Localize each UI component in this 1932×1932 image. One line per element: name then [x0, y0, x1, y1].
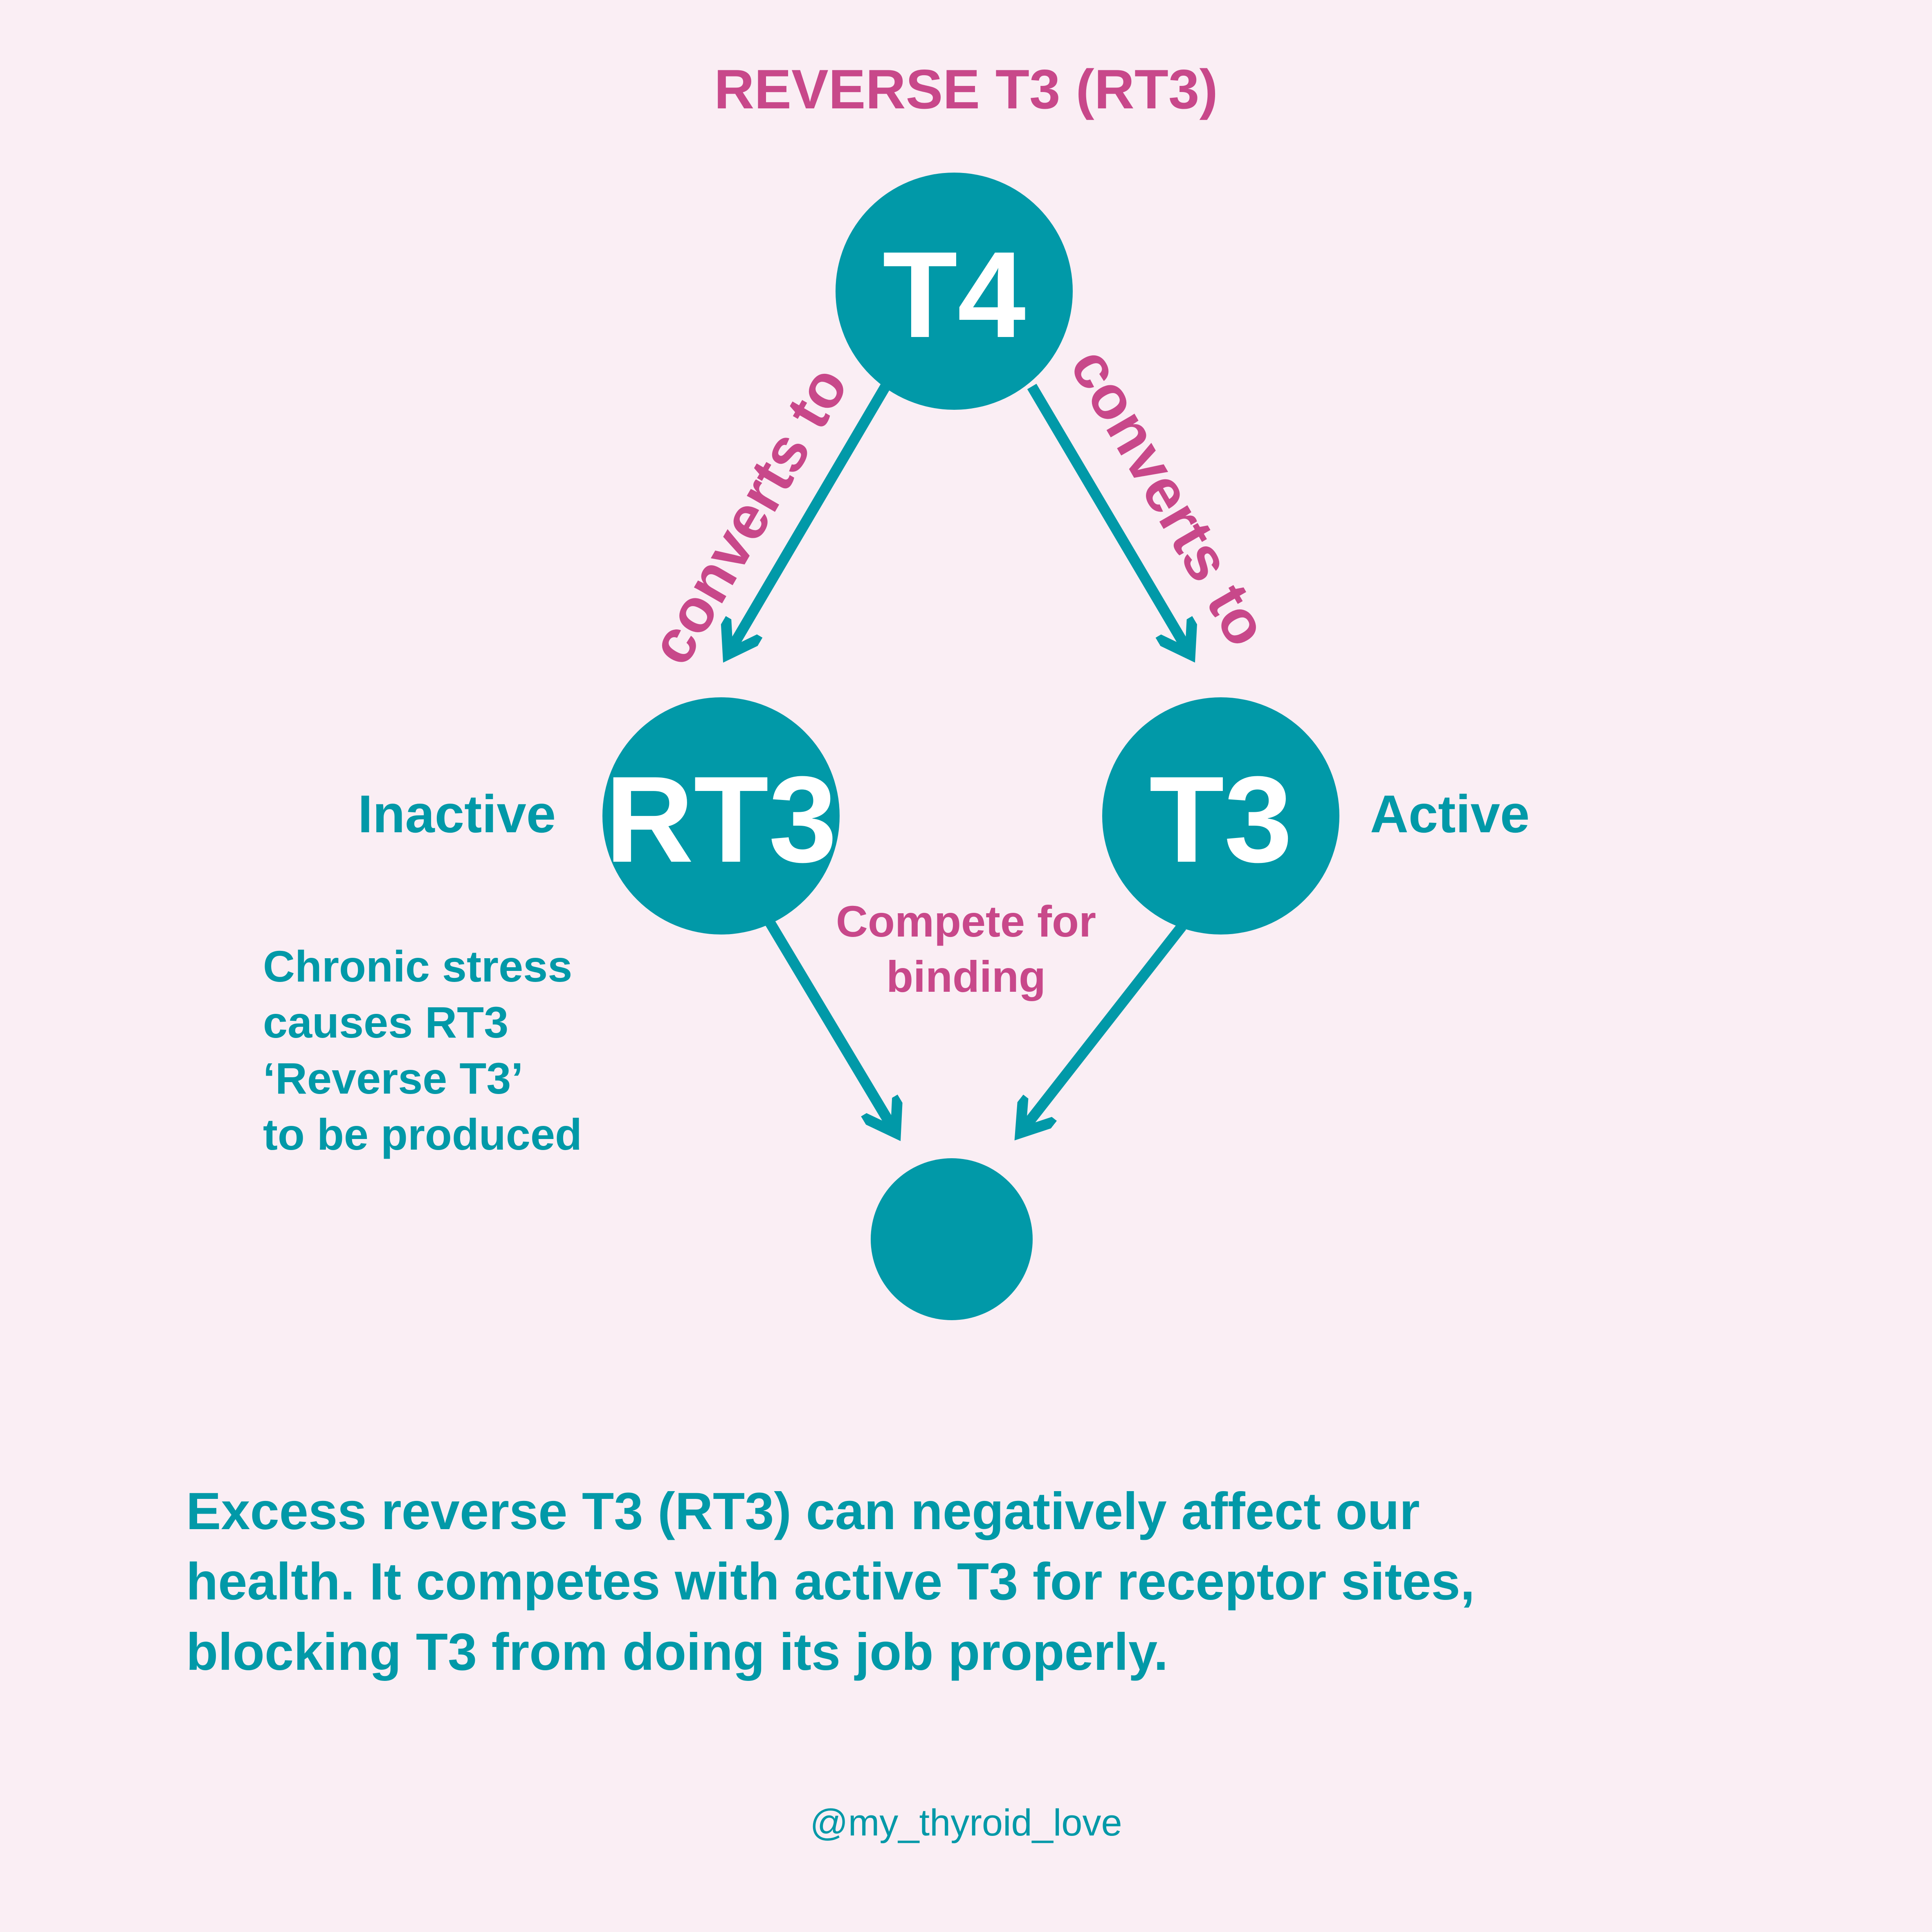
summary-line-1: Excess reverse T3 (RT3) can negatively a… — [186, 1482, 1420, 1541]
t4-label: T4 — [883, 226, 1027, 363]
summary-paragraph: Excess reverse T3 (RT3) can negatively a… — [186, 1476, 1781, 1687]
t3-node — [1102, 697, 1339, 935]
summary-line-2: health. It competes with active T3 for r… — [186, 1552, 1475, 1611]
arrow-rt3-to-receptor — [765, 919, 896, 1133]
arrow-t3-to-receptor — [1020, 923, 1186, 1133]
receptor-node — [871, 1158, 1033, 1320]
compete-label-line-1: Compete for — [836, 896, 1096, 946]
arrow-t4-to-rt3 — [728, 384, 890, 654]
inactive-label: Inactive — [358, 784, 556, 844]
arrow-t4-to-t3 — [1027, 384, 1190, 654]
stress-note-line-3: ‘Reverse T3’ — [263, 1054, 523, 1103]
stress-note-line-2: causes RT3 — [263, 997, 508, 1047]
summary-line-3: blocking T3 from doing its job properly. — [186, 1623, 1168, 1681]
rt3-node — [602, 697, 840, 935]
social-handle: @my_thyroid_love — [810, 1802, 1122, 1844]
stress-note-line-4: to be produced — [263, 1110, 582, 1159]
rt3-label: RT3 — [605, 750, 837, 888]
stress-note-line-1: Chronic stress — [263, 941, 572, 991]
active-label: Active — [1370, 784, 1530, 844]
compete-label-line-2: binding — [886, 952, 1046, 1001]
page-title: REVERSE T3 (RT3) — [714, 58, 1218, 120]
t4-node — [836, 173, 1073, 410]
t3-label: T3 — [1149, 750, 1292, 888]
